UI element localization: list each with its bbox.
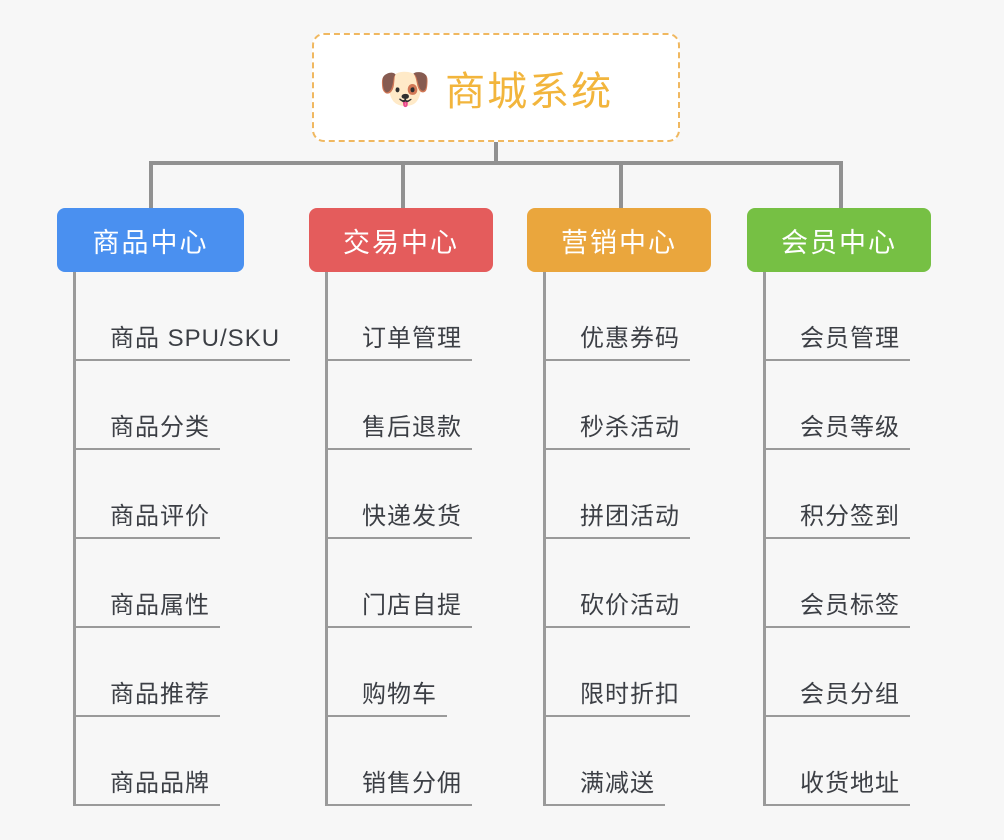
category-box-4[interactable]: 会员中心 bbox=[747, 208, 931, 272]
leaf-list-1: 商品 SPU/SKU 商品分类商品评价商品属性商品推荐商品品牌 bbox=[73, 272, 291, 806]
leaf-underline: 积分签到 bbox=[766, 496, 910, 539]
leaf-underline: 订单管理 bbox=[328, 318, 472, 361]
leaf-underline: 快递发货 bbox=[328, 496, 472, 539]
leaf-underline: 购物车 bbox=[328, 674, 447, 717]
leaf-underline: 秒杀活动 bbox=[546, 407, 690, 450]
leaf-item[interactable]: 门店自提 bbox=[328, 539, 493, 628]
branch-column-2: 交易中心订单管理售后退款快递发货门店自提购物车销售分佣 bbox=[309, 208, 493, 806]
leaf-item[interactable]: 商品评价 bbox=[76, 450, 244, 539]
leaf-label: 积分签到 bbox=[800, 503, 900, 530]
leaf-item[interactable]: 会员标签 bbox=[766, 539, 931, 628]
leaf-item[interactable]: 收货地址 bbox=[766, 717, 931, 806]
leaf-label: 会员等级 bbox=[800, 414, 900, 441]
leaf-underline: 商品推荐 bbox=[76, 674, 220, 717]
leaf-item[interactable]: 会员管理 bbox=[766, 272, 931, 361]
leaf-label: 会员分组 bbox=[800, 681, 900, 708]
leaf-item[interactable]: 满减送 bbox=[546, 717, 711, 806]
leaf-underline: 拼团活动 bbox=[546, 496, 690, 539]
branch-column-4: 会员中心会员管理会员等级积分签到会员标签会员分组收货地址 bbox=[747, 208, 931, 806]
leaf-item[interactable]: 商品品牌 bbox=[76, 717, 244, 806]
leaf-label: 订单管理 bbox=[362, 325, 462, 352]
leaf-item[interactable]: 限时折扣 bbox=[546, 628, 711, 717]
leaf-item[interactable]: 商品分类 bbox=[76, 361, 244, 450]
branch-drop-connector-1 bbox=[149, 161, 153, 209]
leaf-item[interactable]: 积分签到 bbox=[766, 450, 931, 539]
leaf-label: 商品品牌 bbox=[110, 770, 210, 797]
category-box-2[interactable]: 交易中心 bbox=[309, 208, 493, 272]
leaf-underline: 会员管理 bbox=[766, 318, 910, 361]
leaf-item[interactable]: 商品推荐 bbox=[76, 628, 244, 717]
leaf-underline: 限时折扣 bbox=[546, 674, 690, 717]
leaf-underline: 门店自提 bbox=[328, 585, 472, 628]
category-box-1[interactable]: 商品中心 bbox=[57, 208, 244, 272]
leaf-label: 会员管理 bbox=[800, 325, 900, 352]
leaf-label: 砍价活动 bbox=[580, 592, 680, 619]
root-node[interactable]: 🐶 商城系统 bbox=[312, 33, 680, 142]
branch-drop-connector-4 bbox=[839, 161, 843, 209]
leaf-item[interactable]: 销售分佣 bbox=[328, 717, 493, 806]
leaf-label: 拼团活动 bbox=[580, 503, 680, 530]
leaf-label: 秒杀活动 bbox=[580, 414, 680, 441]
leaf-label: 商品分类 bbox=[110, 414, 210, 441]
leaf-underline: 商品品牌 bbox=[76, 763, 220, 806]
leaf-label: 收货地址 bbox=[800, 770, 900, 797]
category-box-3[interactable]: 营销中心 bbox=[527, 208, 711, 272]
leaf-item[interactable]: 会员等级 bbox=[766, 361, 931, 450]
leaf-label: 限时折扣 bbox=[580, 681, 680, 708]
leaf-underline: 会员标签 bbox=[766, 585, 910, 628]
leaf-item[interactable]: 商品 SPU/SKU bbox=[76, 272, 291, 361]
trunk-bus-connector bbox=[149, 161, 842, 165]
leaf-item[interactable]: 快递发货 bbox=[328, 450, 493, 539]
leaf-label: 商品评价 bbox=[110, 503, 210, 530]
dog-face-icon: 🐶 bbox=[378, 64, 432, 112]
leaf-label: 快递发货 bbox=[362, 503, 462, 530]
leaf-underline: 会员等级 bbox=[766, 407, 910, 450]
leaf-underline: 砍价活动 bbox=[546, 585, 690, 628]
leaf-label: 门店自提 bbox=[362, 592, 462, 619]
leaf-underline: 商品评价 bbox=[76, 496, 220, 539]
leaf-item[interactable]: 商品属性 bbox=[76, 539, 244, 628]
leaf-item[interactable]: 会员分组 bbox=[766, 628, 931, 717]
leaf-underline: 商品分类 bbox=[76, 407, 220, 450]
leaf-underline: 满减送 bbox=[546, 763, 665, 806]
leaf-label: 会员标签 bbox=[800, 592, 900, 619]
leaf-label: 销售分佣 bbox=[362, 770, 462, 797]
root-title: 商城系统 bbox=[445, 69, 614, 114]
leaf-item[interactable]: 售后退款 bbox=[328, 361, 493, 450]
branch-column-3: 营销中心优惠券码秒杀活动拼团活动砍价活动限时折扣满减送 bbox=[527, 208, 711, 806]
leaf-list-4: 会员管理会员等级积分签到会员标签会员分组收货地址 bbox=[763, 272, 931, 806]
branch-drop-connector-2 bbox=[401, 161, 405, 209]
leaf-underline: 商品属性 bbox=[76, 585, 220, 628]
leaf-label: 售后退款 bbox=[362, 414, 462, 441]
leaf-item[interactable]: 订单管理 bbox=[328, 272, 493, 361]
leaf-list-2: 订单管理售后退款快递发货门店自提购物车销售分佣 bbox=[325, 272, 493, 806]
leaf-underline: 销售分佣 bbox=[328, 763, 472, 806]
leaf-underline: 商品 SPU/SKU bbox=[76, 318, 291, 361]
branch-column-1: 商品中心商品 SPU/SKU 商品分类商品评价商品属性商品推荐商品品牌 bbox=[57, 208, 291, 806]
leaf-item[interactable]: 购物车 bbox=[328, 628, 493, 717]
leaf-label: 商品推荐 bbox=[110, 681, 210, 708]
leaf-item[interactable]: 拼团活动 bbox=[546, 450, 711, 539]
leaf-label: 优惠券码 bbox=[580, 325, 680, 352]
leaf-label: 满减送 bbox=[580, 770, 655, 797]
leaf-underline: 会员分组 bbox=[766, 674, 910, 717]
leaf-underline: 优惠券码 bbox=[546, 318, 690, 361]
leaf-underline: 售后退款 bbox=[328, 407, 472, 450]
leaf-label: 商品 SPU/SKU bbox=[110, 325, 281, 352]
leaf-item[interactable]: 优惠券码 bbox=[546, 272, 711, 361]
leaf-underline: 收货地址 bbox=[766, 763, 910, 806]
leaf-item[interactable]: 秒杀活动 bbox=[546, 361, 711, 450]
leaf-item[interactable]: 砍价活动 bbox=[546, 539, 711, 628]
leaf-list-3: 优惠券码秒杀活动拼团活动砍价活动限时折扣满减送 bbox=[543, 272, 711, 806]
trunk-stem-connector bbox=[494, 142, 498, 164]
leaf-label: 购物车 bbox=[362, 681, 437, 708]
leaf-label: 商品属性 bbox=[110, 592, 210, 619]
branch-drop-connector-3 bbox=[619, 161, 623, 209]
